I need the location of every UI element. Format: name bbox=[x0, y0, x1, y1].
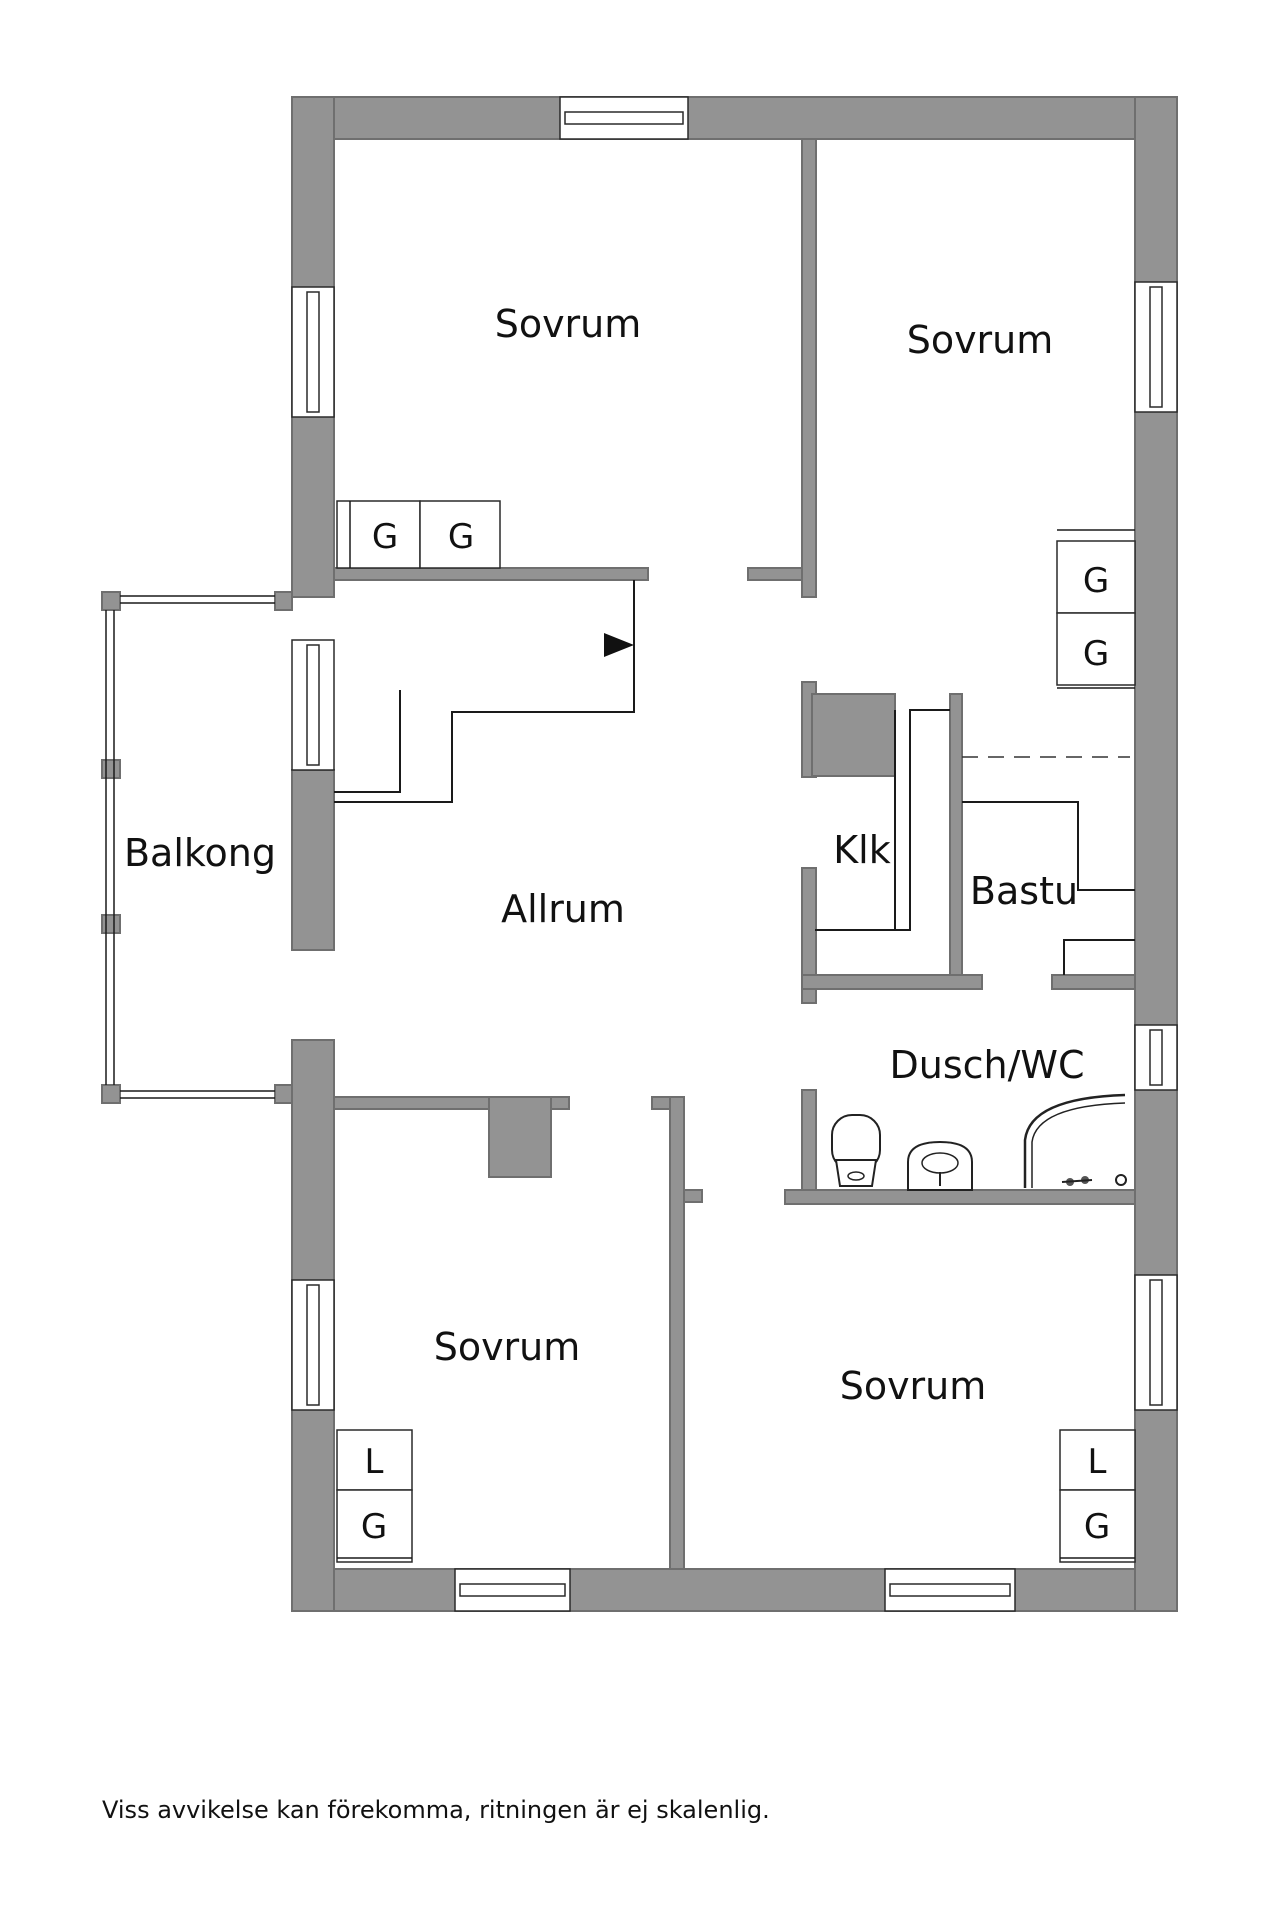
cabinet-se-2: G bbox=[1059, 1489, 1136, 1563]
window-east-2 bbox=[1134, 1024, 1178, 1091]
bathroom-fixtures bbox=[831, 1093, 1127, 1191]
cabinet-nw-2: G bbox=[419, 500, 501, 569]
cabinet-nw-1-label: G bbox=[372, 517, 398, 557]
window-east-3 bbox=[1134, 1274, 1178, 1411]
cabinet-ne-1-label: G bbox=[1083, 561, 1109, 601]
room-label-bastu: Bastu bbox=[970, 869, 1078, 913]
balcony bbox=[101, 591, 293, 1104]
room-label-sovrum-ne: Sovrum bbox=[907, 318, 1054, 362]
window-bottom-2 bbox=[884, 1568, 1016, 1612]
cabinet-se-1: L bbox=[1059, 1429, 1136, 1491]
room-label-sovrum-nw: Sovrum bbox=[495, 302, 642, 346]
storage-cabinets: G G G G L G L bbox=[336, 500, 1136, 1563]
cabinet-sw-2: G bbox=[336, 1489, 413, 1563]
window-west-1 bbox=[291, 286, 335, 418]
room-label-balkong: Balkong bbox=[124, 831, 276, 875]
cabinet-sw-1: L bbox=[336, 1429, 413, 1491]
window-bottom-1 bbox=[454, 1568, 571, 1612]
window-east-1 bbox=[1134, 281, 1178, 413]
cabinet-ne-2: G bbox=[1056, 612, 1136, 689]
room-label-sovrum-sw: Sovrum bbox=[434, 1325, 581, 1369]
cabinet-se-2-label: G bbox=[1084, 1507, 1110, 1547]
cabinet-ne-1: G bbox=[1056, 529, 1136, 614]
sink-icon bbox=[907, 1140, 973, 1191]
cabinet-sw-1-label: L bbox=[365, 1442, 384, 1482]
window-west-3 bbox=[291, 1279, 335, 1411]
sauna-benches bbox=[962, 756, 1135, 975]
stair bbox=[334, 580, 635, 803]
window-west-2 bbox=[291, 639, 335, 771]
stair-arrow-icon bbox=[604, 633, 634, 657]
cabinet-sw-2-label: G bbox=[361, 1507, 387, 1547]
cabinet-nw-1: G bbox=[336, 500, 421, 569]
cabinet-se-1-label: L bbox=[1088, 1442, 1107, 1482]
room-label-sovrum-se: Sovrum bbox=[840, 1364, 987, 1408]
interior-walls bbox=[333, 138, 1136, 1570]
disclaimer-note: Viss avvikelse kan förekomma, ritningen … bbox=[102, 1796, 770, 1824]
window-top-left bbox=[559, 96, 689, 140]
toilet-icon bbox=[831, 1114, 881, 1187]
windows bbox=[291, 96, 1178, 1612]
cabinet-nw-2-label: G bbox=[448, 517, 474, 557]
room-label-allrum: Allrum bbox=[501, 887, 625, 931]
room-label-klk: Klk bbox=[833, 828, 890, 872]
cabinet-ne-2-label: G bbox=[1083, 634, 1109, 674]
klk-fittings bbox=[815, 709, 950, 931]
room-labels: Sovrum Sovrum Balkong Allrum Klk Bastu D… bbox=[124, 302, 1085, 1408]
room-label-dusch-wc: Dusch/WC bbox=[889, 1043, 1084, 1087]
shower-icon bbox=[1023, 1093, 1127, 1188]
